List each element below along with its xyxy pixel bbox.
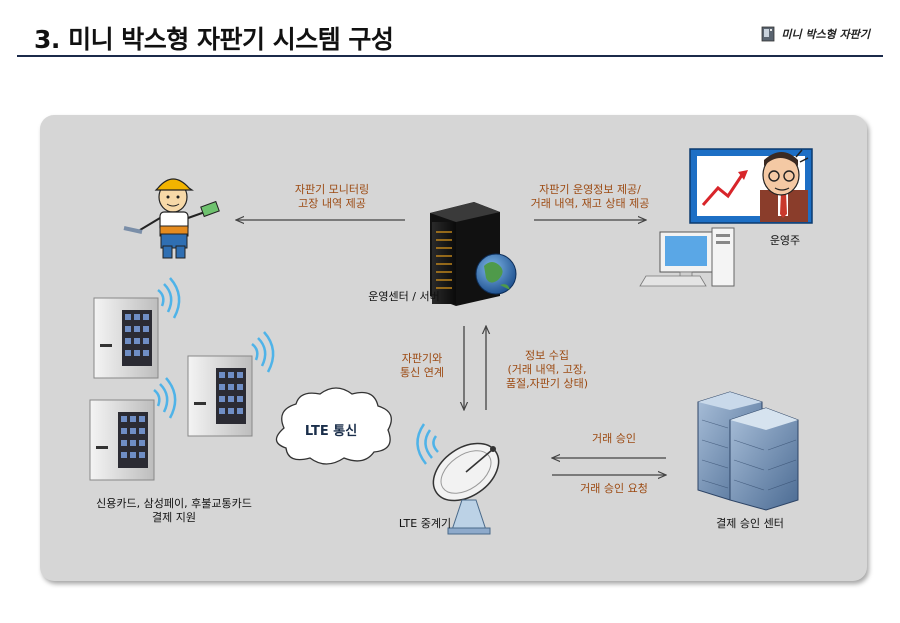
operator-label: 운영주 xyxy=(769,234,801,247)
vending-machine-1 xyxy=(93,297,159,379)
cloud-label: LTE 통신 xyxy=(304,424,358,439)
payment-center-label: 결제 승인 센터 xyxy=(716,517,784,530)
server-label: 운영센터 / 서버 xyxy=(368,290,440,303)
vending-machine-2 xyxy=(187,355,253,437)
page-title: 3. 미니 박스형 자판기 시스템 구성 xyxy=(34,25,394,54)
operator-info-label: 자판기 운영정보 제공/ 거래 내역, 재고 상태 제공 xyxy=(530,183,650,210)
operator-person-icon xyxy=(760,149,809,222)
vending-machine-icon xyxy=(761,26,775,42)
satellite-dish-icon xyxy=(432,442,500,535)
wireless-signal-icon-4 xyxy=(416,423,439,465)
wireless-signal-icon-3 xyxy=(153,377,177,419)
cloud-icon xyxy=(275,387,392,465)
wireless-signal-icon-1 xyxy=(157,277,181,319)
approval-request-label: 거래 승인 요청 xyxy=(580,482,648,495)
office-building-icon xyxy=(697,391,799,511)
relay-label: LTE 중계기 xyxy=(398,517,452,530)
collect-label: 정보 수집 (거래 내역, 고장, 품절,자판기 상태) xyxy=(505,349,589,390)
approval-label: 거래 승인 xyxy=(592,432,636,445)
brand: 미니 박스형 자판기 xyxy=(761,26,870,42)
monitoring-label: 자판기 모니터링 고장 내역 제공 xyxy=(294,183,370,210)
technician-icon xyxy=(123,178,220,259)
header-divider xyxy=(17,55,883,57)
link-label: 자판기와 통신 연계 xyxy=(400,352,444,379)
wireless-signal-icon-2 xyxy=(251,331,275,373)
server-icon xyxy=(430,202,517,306)
machines-label: 신용카드, 삼성페이, 후불교통카드 결제 지원 xyxy=(96,497,252,524)
vending-machine-3 xyxy=(89,399,155,481)
brand-label: 미니 박스형 자판기 xyxy=(781,28,870,41)
desktop-computer-icon xyxy=(639,227,735,287)
